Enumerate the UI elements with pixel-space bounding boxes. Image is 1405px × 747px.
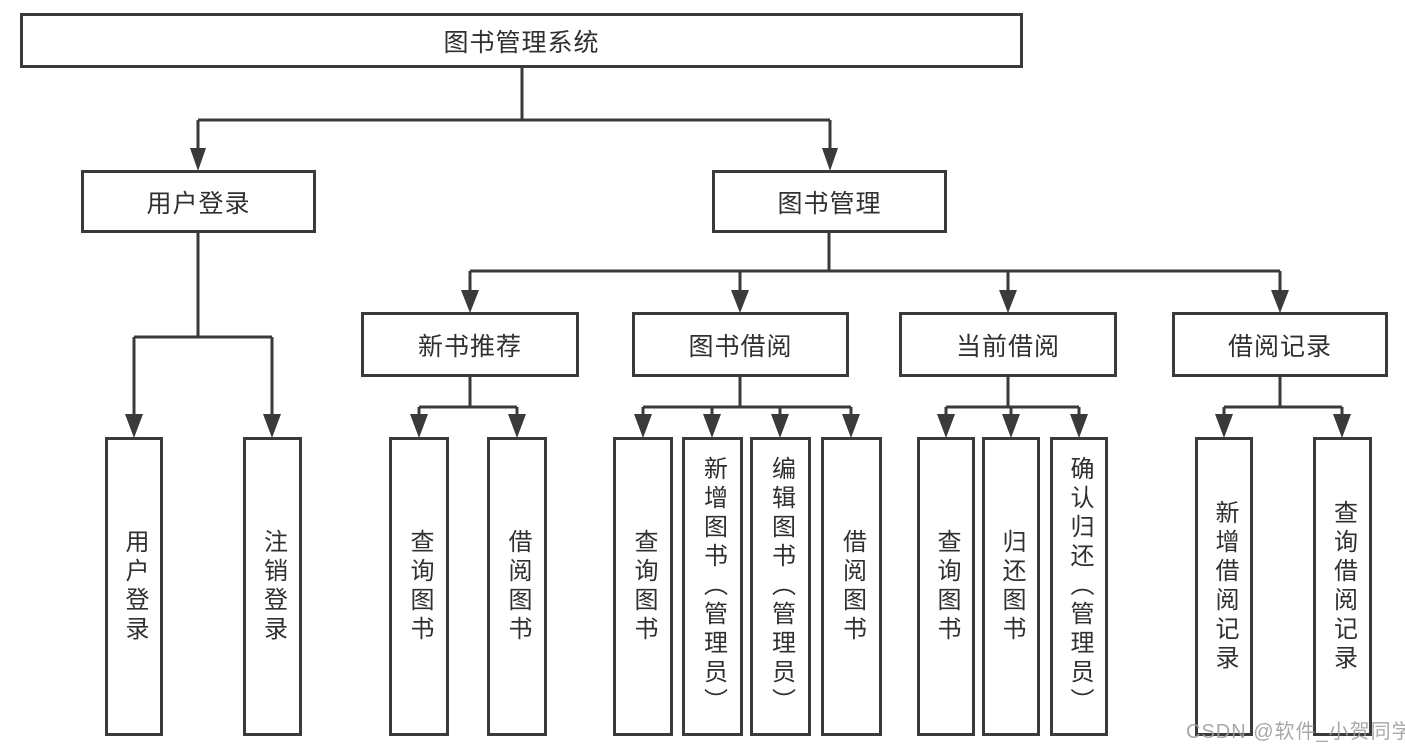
csdn-watermark: CSDN @软件_小贺同学 [1186, 721, 1405, 743]
node-current-borrow-label: 当前借阅 [955, 332, 1060, 361]
connector-book-management-branch [461, 233, 1289, 313]
node-leaf-add-book-admin: 新增图书（管理员） [682, 437, 743, 736]
node-library-system: 图书管理系统 [20, 13, 1023, 68]
node-leaf-query-books-borrow: 查询图书 [613, 437, 673, 736]
connector-root-to-level2 [190, 67, 838, 171]
node-book-borrow: 图书借阅 [632, 312, 849, 377]
node-leaf-logout-label: 注销登录 [259, 528, 287, 645]
node-leaf-confirm-return-admin-label: 确认归还（管理员） [1066, 456, 1093, 717]
node-leaf-query-books-recommend-label: 查询图书 [406, 528, 433, 645]
node-leaf-add-book-admin-label: 新增图书（管理员） [699, 456, 727, 717]
node-leaf-return-book-label: 归还图书 [998, 528, 1025, 645]
node-current-borrow: 当前借阅 [899, 312, 1117, 377]
node-leaf-edit-book-admin-label: 编辑图书（管理员） [767, 456, 795, 717]
node-library-system-label: 图书管理系统 [443, 28, 600, 57]
node-leaf-borrow-books-recommend: 借阅图书 [487, 437, 547, 736]
node-leaf-query-borrow-record-label: 查询借阅记录 [1329, 499, 1357, 674]
node-leaf-add-borrow-record: 新增借阅记录 [1195, 437, 1253, 736]
connector-current-borrow-branch [937, 377, 1088, 438]
node-leaf-borrow-books-label: 借阅图书 [838, 528, 866, 645]
node-book-management: 图书管理 [712, 170, 947, 233]
node-book-management-label: 图书管理 [777, 189, 882, 218]
node-leaf-query-books-recommend: 查询图书 [389, 437, 449, 736]
node-leaf-user-login: 用户登录 [105, 437, 163, 736]
node-borrow-record: 借阅记录 [1172, 312, 1388, 377]
node-new-book-recommend: 新书推荐 [361, 312, 579, 377]
node-leaf-add-borrow-record-label: 新增借阅记录 [1211, 499, 1238, 674]
node-new-book-recommend-label: 新书推荐 [417, 332, 522, 361]
node-leaf-borrow-books: 借阅图书 [821, 437, 882, 736]
node-leaf-user-login-label: 用户登录 [121, 528, 148, 645]
node-leaf-logout: 注销登录 [243, 437, 302, 736]
node-leaf-confirm-return-admin: 确认归还（管理员） [1050, 437, 1108, 736]
connector-user-login-branch [125, 233, 281, 438]
node-leaf-query-borrow-record: 查询借阅记录 [1313, 437, 1372, 736]
node-book-borrow-label: 图书借阅 [688, 332, 793, 361]
node-leaf-query-books-borrow-label: 查询图书 [630, 528, 657, 645]
node-leaf-query-books-current-label: 查询图书 [933, 528, 960, 645]
node-leaf-edit-book-admin: 编辑图书（管理员） [750, 437, 811, 736]
node-user-login: 用户登录 [81, 170, 316, 233]
node-user-login-label: 用户登录 [146, 189, 251, 218]
connector-book-borrow-branch [634, 377, 860, 438]
node-borrow-record-label: 借阅记录 [1227, 332, 1332, 361]
connector-new-book-branch [410, 377, 526, 438]
node-leaf-borrow-books-recommend-label: 借阅图书 [504, 528, 531, 645]
node-leaf-return-book: 归还图书 [982, 437, 1040, 736]
node-leaf-query-books-current: 查询图书 [917, 437, 975, 736]
connector-borrow-record-branch [1215, 377, 1351, 438]
